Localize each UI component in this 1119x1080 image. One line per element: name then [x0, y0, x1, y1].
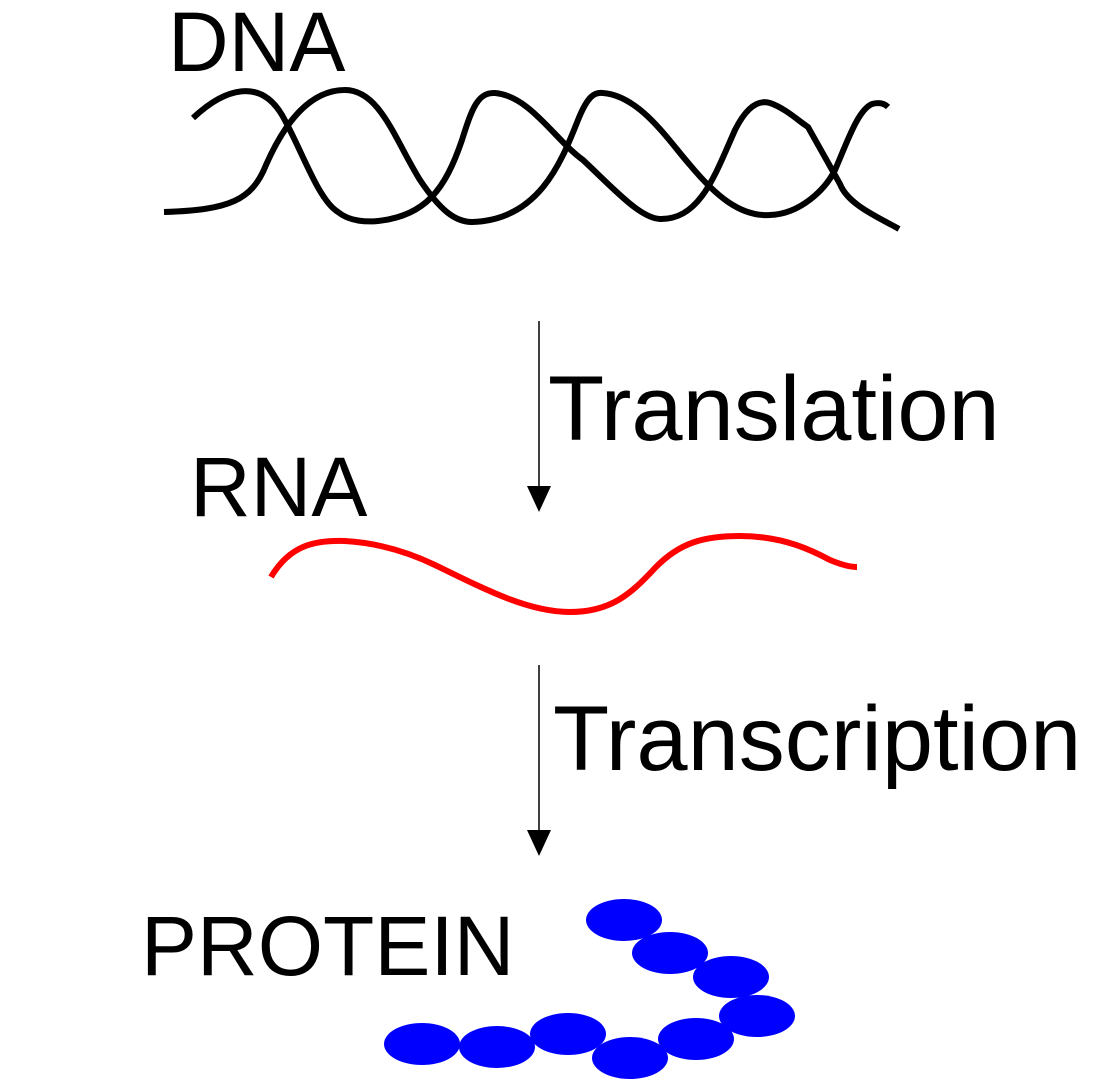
arrow-dna-to-rna — [527, 321, 551, 512]
amino-acid-bead — [693, 956, 769, 998]
arrow-head — [527, 486, 551, 512]
step2-label: Transcription — [553, 688, 1081, 790]
amino-acid-bead — [586, 899, 662, 941]
amino-acid-bead — [459, 1026, 535, 1068]
rna-label: RNA — [190, 440, 367, 534]
arrow-head — [527, 830, 551, 856]
rna-strand — [268, 532, 858, 616]
protein-chain — [384, 899, 795, 1079]
amino-acid-bead — [592, 1037, 668, 1079]
arrow-rna-to-protein — [527, 665, 551, 856]
dna-label: DNA — [168, 0, 345, 89]
amino-acid-bead — [658, 1018, 734, 1060]
amino-acid-bead — [719, 995, 795, 1037]
protein-label: PROTEIN — [141, 899, 514, 993]
step1-label: Translation — [548, 358, 1000, 460]
amino-acid-bead — [632, 932, 708, 974]
dna-strand-1 — [190, 88, 901, 232]
dna-strand-2 — [163, 87, 891, 225]
dna-helix — [163, 87, 901, 232]
amino-acid-bead — [384, 1023, 460, 1065]
amino-acid-bead — [530, 1013, 606, 1055]
